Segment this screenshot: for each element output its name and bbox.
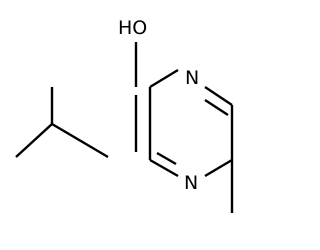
molecule-structure: HO N N — [15, 17, 234, 213]
bond-ch-ch3-left — [15, 123, 53, 158]
nitrogen-4-label: N — [184, 172, 198, 194]
bond-c3-ch — [51, 122, 109, 159]
bond-n1-c6-inner — [204, 98, 229, 117]
bond-n4-c3 — [149, 158, 179, 178]
bond-c5-n4 — [204, 158, 233, 178]
hydroxyl-label: HO — [118, 17, 147, 39]
bond-n1-c6 — [204, 86, 233, 106]
bond-n4-c3-inner — [156, 151, 177, 166]
nitrogen-1-label: N — [185, 67, 199, 89]
bond-c2-n1 — [149, 68, 179, 89]
